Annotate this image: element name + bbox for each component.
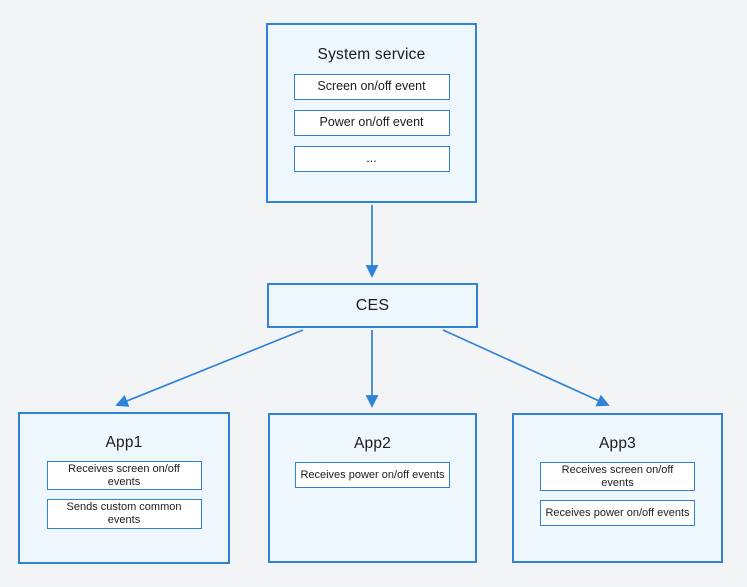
arrow-ces-to-app3 <box>442 329 610 407</box>
app2-title: App2 <box>354 435 391 452</box>
app1-item-sends-custom-events: Sends custom common events <box>46 499 202 529</box>
app3-item-receives-screen-events: Receives screen on/off events <box>540 462 695 492</box>
app2-item-receives-power-events: Receives power on/off events <box>295 462 450 488</box>
node-system-service: System service Screen on/off event Power… <box>266 23 477 203</box>
event-power-on-off: Power on/off event <box>293 110 450 136</box>
event-ellipsis: ... <box>293 146 450 172</box>
node-app2: App2 Receives power on/off events <box>268 413 477 563</box>
app1-title: App1 <box>105 434 143 451</box>
app1-item-receives-screen-events: Receives screen on/off events <box>46 461 202 491</box>
arrow-ces-to-app1 <box>115 329 304 407</box>
event-screen-on-off: Screen on/off event <box>293 74 450 100</box>
app3-title: App3 <box>599 435 636 452</box>
node-ces: CES <box>267 283 478 328</box>
node-app3: App3 Receives screen on/off events Recei… <box>512 413 723 563</box>
node-app1: App1 Receives screen on/off events Sends… <box>18 412 230 564</box>
app3-item-receives-power-events: Receives power on/off events <box>540 500 695 527</box>
ces-title: CES <box>355 296 390 314</box>
system-service-title: System service <box>317 46 426 63</box>
